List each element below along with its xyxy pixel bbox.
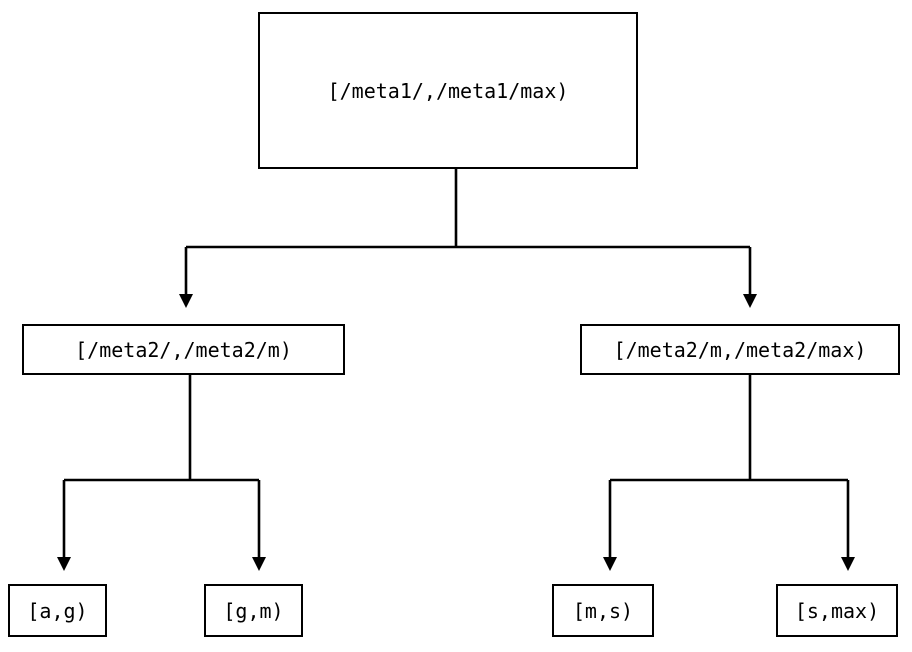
node-leaf-gm-label: [g,m) [223, 598, 284, 623]
node-leaf-ag: [a,g) [8, 584, 107, 637]
arrow-head-leaf-ag [57, 557, 71, 571]
node-mid-left-label: [/meta2/,/meta2/m) [75, 337, 292, 362]
node-root: [/meta1/,/meta1/max) [258, 12, 638, 169]
node-leaf-smax-label: [s,max) [794, 598, 880, 623]
node-root-label: [/meta1/,/meta1/max) [327, 78, 569, 103]
arrow-head-leaf-ms [603, 557, 617, 571]
arrow-head-mid-left [179, 294, 193, 308]
node-mid-left: [/meta2/,/meta2/m) [22, 324, 345, 375]
node-leaf-ag-label: [a,g) [27, 598, 88, 623]
node-leaf-ms-label: [m,s) [572, 598, 634, 623]
node-leaf-gm: [g,m) [204, 584, 303, 637]
arrow-head-leaf-smax [841, 557, 855, 571]
node-leaf-ms: [m,s) [552, 584, 654, 637]
node-leaf-smax: [s,max) [776, 584, 898, 637]
node-mid-right-label: [/meta2/m,/meta2/max) [613, 337, 867, 362]
arrow-head-mid-right [743, 294, 757, 308]
arrow-head-leaf-gm [252, 557, 266, 571]
node-mid-right: [/meta2/m,/meta2/max) [580, 324, 900, 375]
